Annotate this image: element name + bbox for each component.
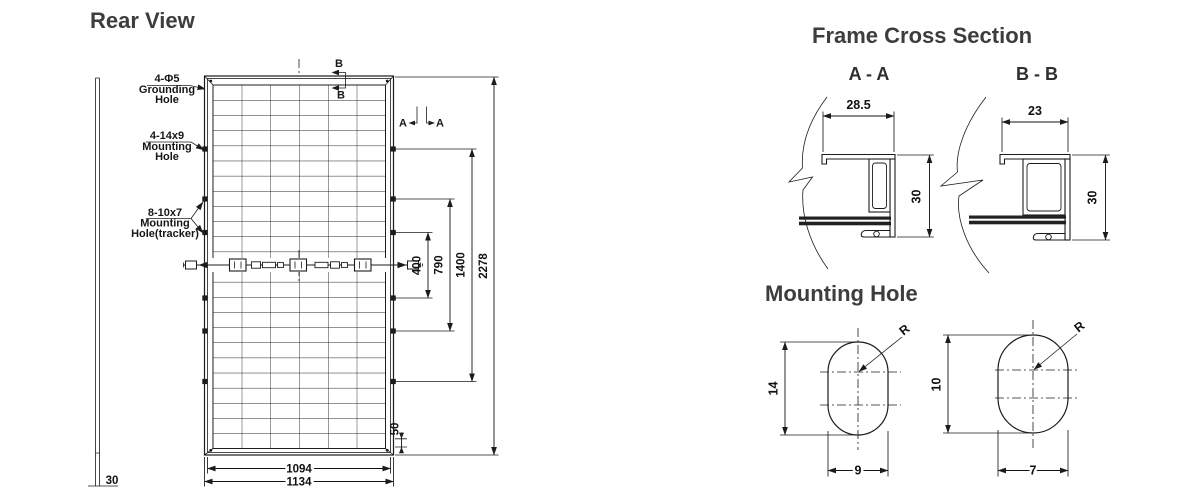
- dim-right-width: 7: [1030, 464, 1037, 478]
- inline-connector: [251, 261, 261, 269]
- tracker-hole-callout: 8-10x7 Mounting Hole(tracker): [131, 201, 204, 240]
- dim-1134: 1134: [287, 477, 313, 489]
- mounting-callout-line1: 4-14x9: [150, 130, 184, 142]
- mounting-hole-title: Mounting Hole: [765, 281, 918, 306]
- connector-right: [407, 260, 419, 270]
- dim-bb-height: 30: [1086, 191, 1100, 205]
- break-line: [939, 96, 990, 274]
- frame-corner-joints: [204, 75, 394, 456]
- grounding-leader-line: [147, 84, 206, 91]
- dim-2278: 2278: [478, 253, 490, 279]
- mounting-callout-line3: Hole: [155, 151, 179, 163]
- frame-hole-ticks: [202, 146, 396, 385]
- frame-hollow-chamber: [868, 158, 891, 213]
- dim-left-height: 14: [767, 382, 781, 396]
- tracker-callout-line3: Hole(tracker): [131, 228, 199, 240]
- tracker-callout-line2: Mounting: [140, 218, 189, 230]
- section-aa-label: A - A: [849, 64, 890, 84]
- dim-50: 50: [390, 423, 402, 436]
- dim-400: 400: [412, 256, 424, 275]
- dim-right-height: 10: [930, 378, 944, 392]
- grounding-offset-dimension: 50: [390, 423, 407, 454]
- side-thickness-dim: 30: [106, 475, 119, 487]
- dim-aa-width: 28.5: [846, 98, 870, 112]
- frame-cross-section: Frame Cross Section A - A B - B 28.5 30: [787, 23, 1110, 274]
- section-a-label-left: A: [399, 118, 407, 130]
- rear-view-section: Rear View 30 4-Φ5 Grounding Hole 4-14x9 …: [88, 8, 499, 491]
- centerlines: [995, 320, 1077, 450]
- radius-leader: [858, 336, 903, 372]
- radius-leader: [1033, 333, 1078, 370]
- side-profile-view: 30: [88, 77, 119, 487]
- mounting-hole-left: 14 9 R: [767, 322, 913, 480]
- horizontal-dimensions: 1094 1134: [204, 457, 394, 491]
- radius-label: R: [897, 322, 913, 339]
- break-line: [787, 96, 829, 270]
- tracker-callout-line1: 8-10x7: [148, 207, 182, 219]
- dim-aa-height: 30: [910, 190, 924, 204]
- tracker-leader-line-lower: [190, 218, 204, 234]
- inline-connector: [314, 261, 329, 269]
- radius-label: R: [1072, 319, 1088, 336]
- vertical-dimensions: 400 790 1400 2278: [395, 76, 499, 456]
- mounting-hole-right: 10 7 R: [930, 319, 1088, 480]
- grounding-callout-line2: Grounding: [139, 84, 195, 96]
- junction-box-1: [228, 258, 247, 272]
- dim-790: 790: [434, 255, 446, 274]
- connector-right-tick: [420, 262, 423, 268]
- dim-1400: 1400: [456, 252, 468, 278]
- section-marker-b: B B: [331, 58, 346, 102]
- inline-connector: [277, 262, 284, 268]
- section-b-label-top: B: [335, 58, 343, 70]
- frame-top-flange: [999, 153, 1071, 165]
- section-marker-a: A A: [399, 106, 444, 130]
- section-aa-drawing: 28.5 30: [787, 96, 934, 270]
- frame-cross-section-title: Frame Cross Section: [812, 23, 1032, 48]
- inline-connector: [341, 262, 348, 268]
- junction-box-2: [289, 258, 308, 272]
- rear-view-title: Rear View: [90, 8, 196, 33]
- frame-top-flange: [821, 153, 896, 165]
- mounting-hole-section: Mounting Hole 14 9 R 10 7 R: [765, 281, 1088, 480]
- dim-bb-width: 23: [1028, 104, 1042, 118]
- inline-connector: [330, 261, 340, 269]
- section-a-label-right: A: [436, 118, 444, 130]
- grounding-hole-callout: 4-Φ5 Grounding Hole: [139, 73, 206, 106]
- frame-hollow-chamber: [1022, 158, 1066, 216]
- junction-box-3: [353, 258, 372, 272]
- dim-left-width: 9: [855, 464, 862, 478]
- mounting-hole-callout: 4-14x9 Mounting Hole: [142, 130, 205, 163]
- section-bb-drawing: 23 30: [939, 96, 1110, 274]
- laminate-layer: [969, 220, 1066, 225]
- panel-rear-drawing: [183, 59, 423, 456]
- laminate-layer: [969, 215, 1066, 219]
- grounding-callout-line1: 4-Φ5: [155, 73, 180, 85]
- laminate-layer: [799, 221, 891, 226]
- grounding-hole-dots: [209, 79, 389, 452]
- slot-outline: [997, 334, 1069, 434]
- frame-outer-wall: [1064, 158, 1071, 241]
- inline-connector: [262, 261, 276, 269]
- grounding-callout-line3: Hole: [155, 94, 179, 106]
- section-b-label-bottom: B: [337, 90, 345, 102]
- slot-outline: [827, 341, 889, 436]
- mounting-callout-line2: Mounting: [142, 141, 191, 153]
- dim-1094: 1094: [286, 464, 312, 476]
- laminate-layer: [799, 216, 891, 220]
- mounting-leader-line: [146, 141, 205, 151]
- junction-box-assembly: [183, 258, 423, 272]
- cable-arrow-left: [198, 261, 208, 269]
- cable-arrow-right: [397, 261, 407, 269]
- centerlines: [820, 328, 901, 450]
- connector-left: [185, 260, 197, 270]
- section-bb-label: B - B: [1016, 64, 1058, 84]
